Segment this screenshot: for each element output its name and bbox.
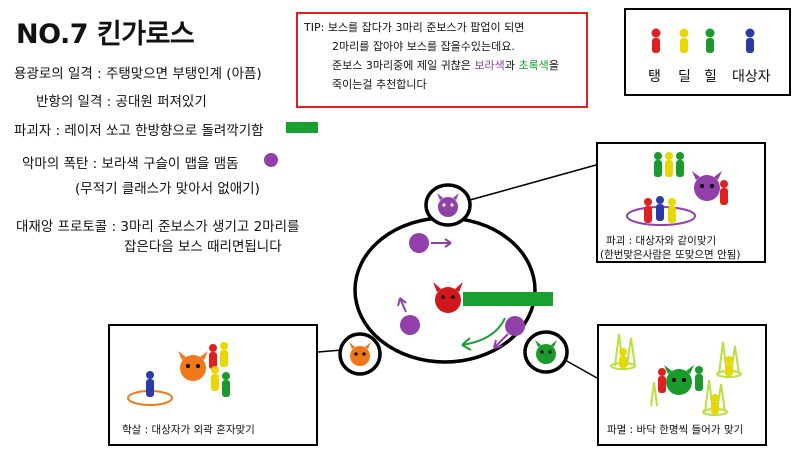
panel-green-art — [610, 333, 742, 416]
green-add-icon — [535, 340, 557, 364]
skill-line-1: 용광로의 일격 : 주탱맞으면 부탱인계 (아픔) — [14, 66, 262, 82]
tip-line-3-a: 준보스 3마리중에 제일 귀찮은 — [332, 59, 475, 72]
purple-orb-2 — [397, 297, 420, 335]
orange-add-icon — [349, 342, 371, 366]
skill-line-4-note: (무적기 클래스가 맞아서 없애기) — [75, 181, 260, 197]
tip-green-word: 초록색 — [518, 59, 549, 72]
role-legend: 탱 딜 힐 대상자 — [624, 8, 791, 96]
legend-dps-label: 딜 — [678, 69, 691, 85]
purple-orb-3 — [493, 316, 525, 349]
laser-beam — [463, 292, 553, 306]
skill-line-5b: 잡은다음 보스 때리면됩니다 — [124, 239, 282, 255]
laser-arrowhead — [461, 337, 472, 351]
legend-target-figure — [745, 28, 755, 53]
orb-swatch — [264, 153, 278, 167]
tip-prefix: TIP: — [304, 21, 325, 34]
skill-line-5a: 대재앙 프로토콜 : 3마리 준보스가 생기고 2마리를 — [16, 219, 300, 235]
page-title: NO.7 킨가로스 — [16, 19, 195, 50]
legend-tank-label: 탱 — [648, 69, 661, 85]
laser-rotation-arrow — [461, 317, 506, 346]
legend-dps-figure — [679, 28, 689, 53]
skill-line-4: 악마의 폭탄 : 보라색 구슬이 맵을 맴돔 — [22, 156, 239, 172]
legend-tank-figure — [651, 28, 661, 53]
tip-line-3: 준보스 3마리중에 제일 귀찮은 보라색과 초록색을 — [304, 56, 580, 75]
panel-purple-caption: 파괴 : 대상자와 같이맞기 — [606, 235, 717, 247]
connector-orange — [317, 349, 343, 353]
purple-add-icon — [437, 193, 459, 217]
connector-purple — [469, 164, 597, 201]
purple-orb-1 — [409, 233, 452, 253]
tip-line-2: 2마리를 잡아야 보스를 잡을수있는데요. — [332, 40, 515, 53]
connector-green — [564, 359, 598, 379]
tip-line-4: 죽이는걸 추천합니다 — [332, 78, 427, 91]
legend-heal-figure — [705, 28, 715, 53]
tip-line-3-b: 과 — [504, 59, 519, 72]
tip-purple-word: 보라색 — [474, 59, 505, 72]
panel-green-add: 파멸 : 바닥 한명씩 들어가 맞기 — [597, 324, 767, 446]
panel-green-caption: 파멸 : 바닥 한명씩 들어가 맞기 — [607, 424, 744, 436]
panel-orange-art — [127, 342, 230, 406]
panel-purple-note: (한번맞은사람은 또맞으면 안됨) — [600, 249, 741, 261]
skill-line-3: 파괴자 : 레이저 쏘고 한방향으로 돌려깍기함 — [14, 123, 264, 139]
panel-orange-add: 학살 : 대상자가 외곽 혼자맞기 — [108, 324, 318, 446]
skill-line-2: 반항의 일격 : 공대원 퍼져있기 — [36, 94, 207, 110]
panel-purple-add: 파괴 : 대상자와 같이맞기 (한번맞은사람은 또맞으면 안됨) — [596, 142, 766, 263]
tip-line-1: 보스를 잡다가 3마리 준보스가 팝업이 되면 — [327, 21, 525, 34]
tip-box: TIP: 보스를 잡다가 3마리 준보스가 팝업이 되면 2마리를 잡아야 보스… — [296, 12, 588, 108]
boss-icon — [433, 282, 463, 313]
panel-orange-caption: 학살 : 대상자가 외곽 혼자맞기 — [122, 424, 255, 436]
tip-line-3-c: 을 — [548, 59, 559, 72]
legend-heal-label: 힐 — [704, 69, 717, 85]
panel-purple-art — [626, 152, 728, 226]
laser-swatch — [286, 122, 318, 133]
legend-target-label: 대상자 — [732, 69, 771, 85]
